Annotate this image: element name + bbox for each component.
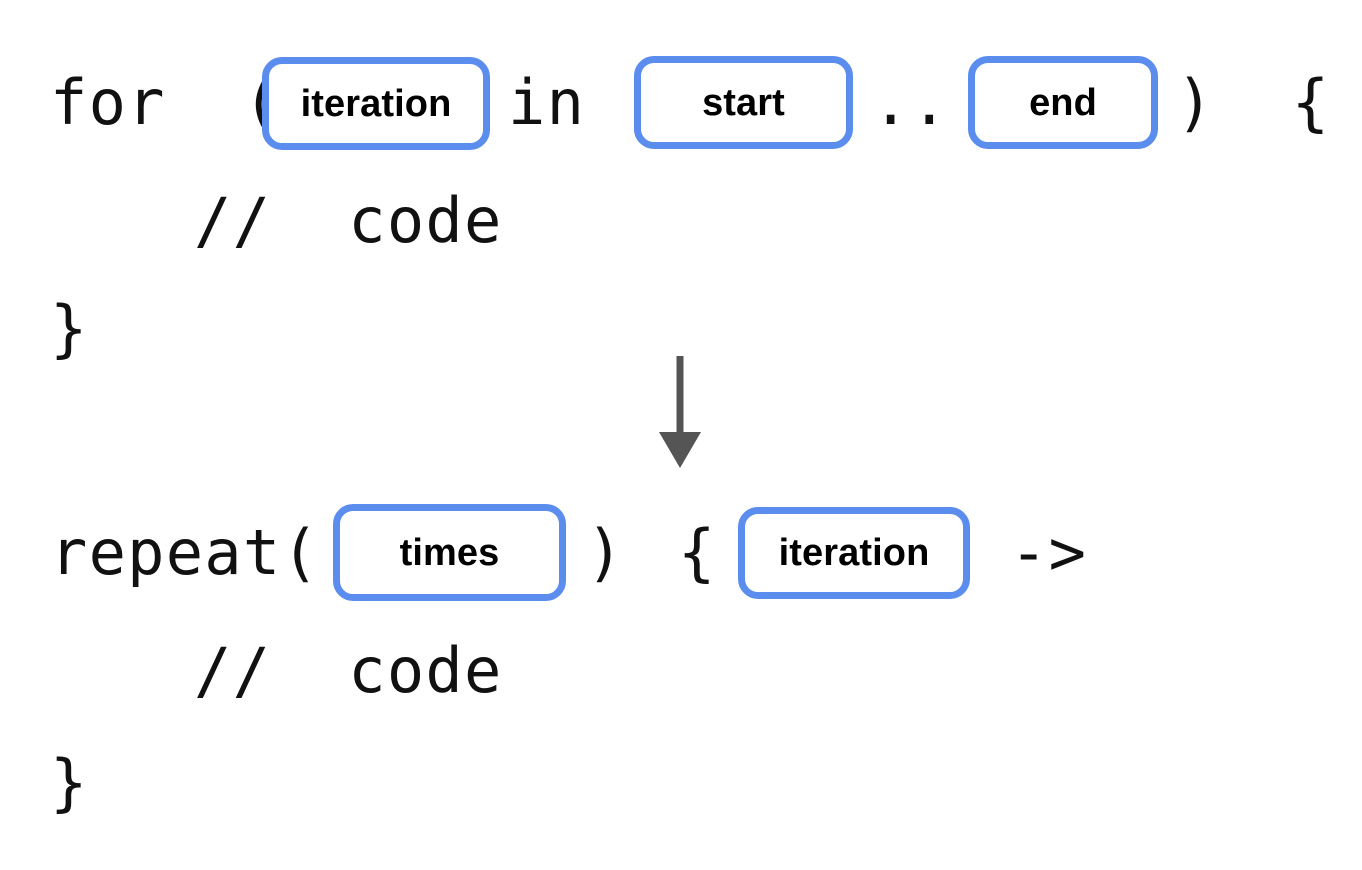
for-header-close: ) { bbox=[1176, 66, 1331, 139]
in-keyword: in bbox=[508, 66, 586, 139]
slot-times-label: times bbox=[399, 531, 500, 574]
slot-repeat-times[interactable]: times bbox=[333, 504, 566, 601]
slot-iteration-label: iteration bbox=[300, 82, 452, 125]
slot-lambda-parameter[interactable]: iteration bbox=[738, 507, 970, 599]
for-close-brace: } bbox=[50, 292, 89, 365]
slot-range-end[interactable]: end bbox=[968, 56, 1158, 149]
repeat-close-paren: ) bbox=[586, 516, 625, 589]
for-body-comment: // code bbox=[194, 184, 503, 257]
slot-end-label: end bbox=[1029, 81, 1097, 124]
slot-iteration-variable[interactable]: iteration bbox=[262, 57, 490, 150]
downward-transform-arrow bbox=[640, 352, 720, 472]
lambda-arrow: -> bbox=[1010, 516, 1088, 589]
repeat-close-brace: } bbox=[50, 746, 89, 819]
repeat-open-brace: { bbox=[678, 516, 717, 589]
slot-range-start[interactable]: start bbox=[634, 56, 853, 149]
slot-start-label: start bbox=[702, 81, 785, 124]
arrow-icon bbox=[659, 356, 701, 468]
range-operator: .. bbox=[872, 66, 950, 139]
repeat-body-comment: // code bbox=[194, 634, 503, 707]
repeat-keyword: repeat( bbox=[50, 516, 320, 589]
slot-iteration-2-label: iteration bbox=[778, 532, 930, 574]
for-keyword: for ( bbox=[50, 66, 282, 139]
